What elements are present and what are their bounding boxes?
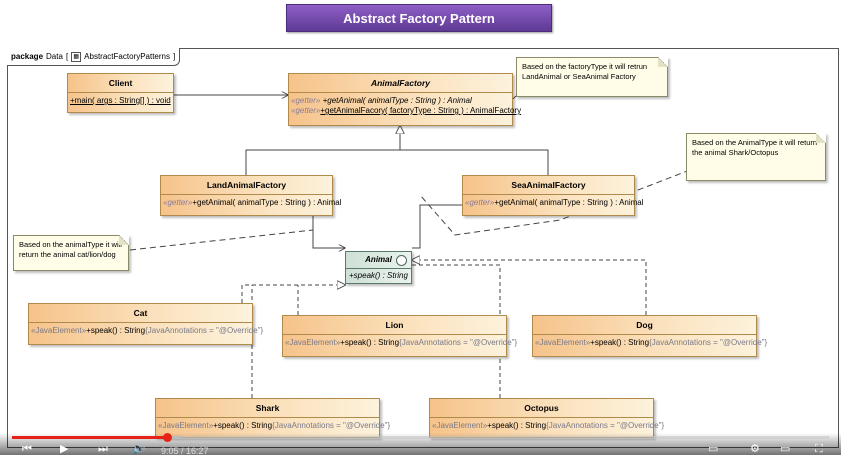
land-note-anchor xyxy=(129,229,314,251)
captions-icon[interactable]: ▭ xyxy=(708,443,719,455)
dog-class-name: Dog xyxy=(533,316,756,335)
client-class[interactable]: Client +main( args : String[] ) : void xyxy=(67,73,174,113)
override-annotation: {JavaAnnotations = "@Override"} xyxy=(546,421,665,430)
override-annotation: {JavaAnnotations = "@Override"} xyxy=(399,338,518,347)
sea-factory-dependency xyxy=(412,204,462,249)
land-get-animal-operation: +getAnimal( animalType : String ) : Anim… xyxy=(192,198,342,207)
dog-class[interactable]: Dog «JavaElement»+speak() : String{JavaA… xyxy=(532,315,767,357)
sea-animal-type-note: Based on the AnimalType it will return t… xyxy=(686,133,826,181)
java-element-stereotype: «JavaElement» xyxy=(535,338,591,347)
client-class-name: Client xyxy=(68,74,173,93)
sea-get-animal-operation: +getAnimal( animalType : String ) : Anim… xyxy=(494,198,644,207)
play-icon[interactable]: ▶ xyxy=(60,443,69,455)
getter-stereotype: «getter» xyxy=(465,198,495,207)
client-main-operation: +main( args : String[] ) : void xyxy=(70,96,171,105)
java-element-stereotype: «JavaElement» xyxy=(158,421,214,430)
get-animal-factory-operation: +getAnimalFacory( factoryType : String )… xyxy=(320,106,522,115)
land-factory-dependency xyxy=(312,216,345,248)
sea-note-anchor xyxy=(419,169,691,236)
diagram-icon: ▦ xyxy=(71,51,82,62)
land-factory-generalization xyxy=(245,126,400,175)
animal-interface[interactable]: Animal +speak() : String xyxy=(345,251,412,284)
get-animal-operation: +getAnimal( animalType : String ) : Anim… xyxy=(320,96,472,105)
diagram-name: AbstractFactoryPatterns xyxy=(84,52,170,61)
land-animal-factory-class[interactable]: LandAnimalFactory «getter»+getAnimal( an… xyxy=(160,175,342,216)
next-icon[interactable]: ⏭ xyxy=(98,443,108,455)
getter-stereotype: «getter» xyxy=(291,106,321,115)
sea-animal-factory-class[interactable]: SeaAnimalFactory «getter»+getAnimal( ani… xyxy=(462,175,644,216)
cat-speak-operation: +speak() : String xyxy=(86,326,146,335)
lion-class-name: Lion xyxy=(283,316,506,335)
factory-note-anchor xyxy=(511,95,517,101)
package-tab: package Data [ ▦ AbstractFactoryPatterns… xyxy=(7,48,181,66)
sea-animal-factory-class-name: SeaAnimalFactory xyxy=(463,176,634,195)
cat-class-name: Cat xyxy=(29,304,252,323)
land-animal-factory-class-name: LandAnimalFactory xyxy=(161,176,332,195)
previous-icon[interactable]: ⏮ xyxy=(22,443,32,455)
dog-realization xyxy=(412,260,647,315)
animal-speak-operation: +speak() : String xyxy=(349,271,408,280)
diagram-title-banner: Abstract Factory Pattern xyxy=(286,4,552,32)
video-progress-fill xyxy=(12,436,167,439)
octopus-speak-operation: +speak() : String xyxy=(487,421,547,430)
shark-speak-operation: +speak() : String xyxy=(213,421,273,430)
cat-class[interactable]: Cat «JavaElement»+speak() : String{JavaA… xyxy=(28,303,263,345)
octopus-class[interactable]: Octopus «JavaElement»+speak() : String{J… xyxy=(429,398,664,438)
dog-speak-operation: +speak() : String xyxy=(590,338,650,347)
lion-class[interactable]: Lion «JavaElement»+speak() : String{Java… xyxy=(282,315,517,357)
override-annotation: {JavaAnnotations = "@Override"} xyxy=(272,421,391,430)
package-keyword: package xyxy=(11,52,44,61)
cat-realization xyxy=(241,285,345,303)
octopus-class-name: Octopus xyxy=(430,399,653,418)
settings-icon[interactable]: ⚙ xyxy=(750,443,760,455)
shark-class-name: Shark xyxy=(156,399,379,418)
sea-factory-generalization xyxy=(400,149,549,175)
java-element-stereotype: «JavaElement» xyxy=(285,338,341,347)
override-annotation: {JavaAnnotations = "@Override"} xyxy=(145,326,264,335)
java-element-stereotype: «JavaElement» xyxy=(432,421,488,430)
override-annotation: {JavaAnnotations = "@Override"} xyxy=(649,338,768,347)
video-time-display: 9:05 / 16:27 xyxy=(161,446,209,456)
getter-stereotype: «getter» xyxy=(163,198,193,207)
fullscreen-icon[interactable]: ⛶ xyxy=(815,443,823,455)
animal-interface-name: Animal xyxy=(346,252,411,269)
lion-speak-operation: +speak() : String xyxy=(340,338,400,347)
theater-mode-icon[interactable]: ▭ xyxy=(780,443,791,455)
video-scrubber-handle[interactable] xyxy=(163,433,172,442)
package-name: Data xyxy=(46,52,63,61)
java-element-stereotype: «JavaElement» xyxy=(31,326,87,335)
animal-factory-class[interactable]: AnimalFactory «getter» +getAnimal( anima… xyxy=(288,73,521,126)
animal-factory-class-name: AnimalFactory xyxy=(289,74,512,93)
getter-stereotype: «getter» xyxy=(291,96,321,105)
interface-icon xyxy=(396,255,407,266)
factory-type-note: Based on the factoryType it will retrun … xyxy=(516,57,668,97)
shark-class[interactable]: Shark «JavaElement»+speak() : String{Jav… xyxy=(155,398,390,438)
video-progress-track[interactable] xyxy=(12,436,829,439)
volume-icon[interactable]: 🔊 xyxy=(132,443,146,455)
land-animal-type-note: Based on the animalType it will return t… xyxy=(13,235,129,271)
